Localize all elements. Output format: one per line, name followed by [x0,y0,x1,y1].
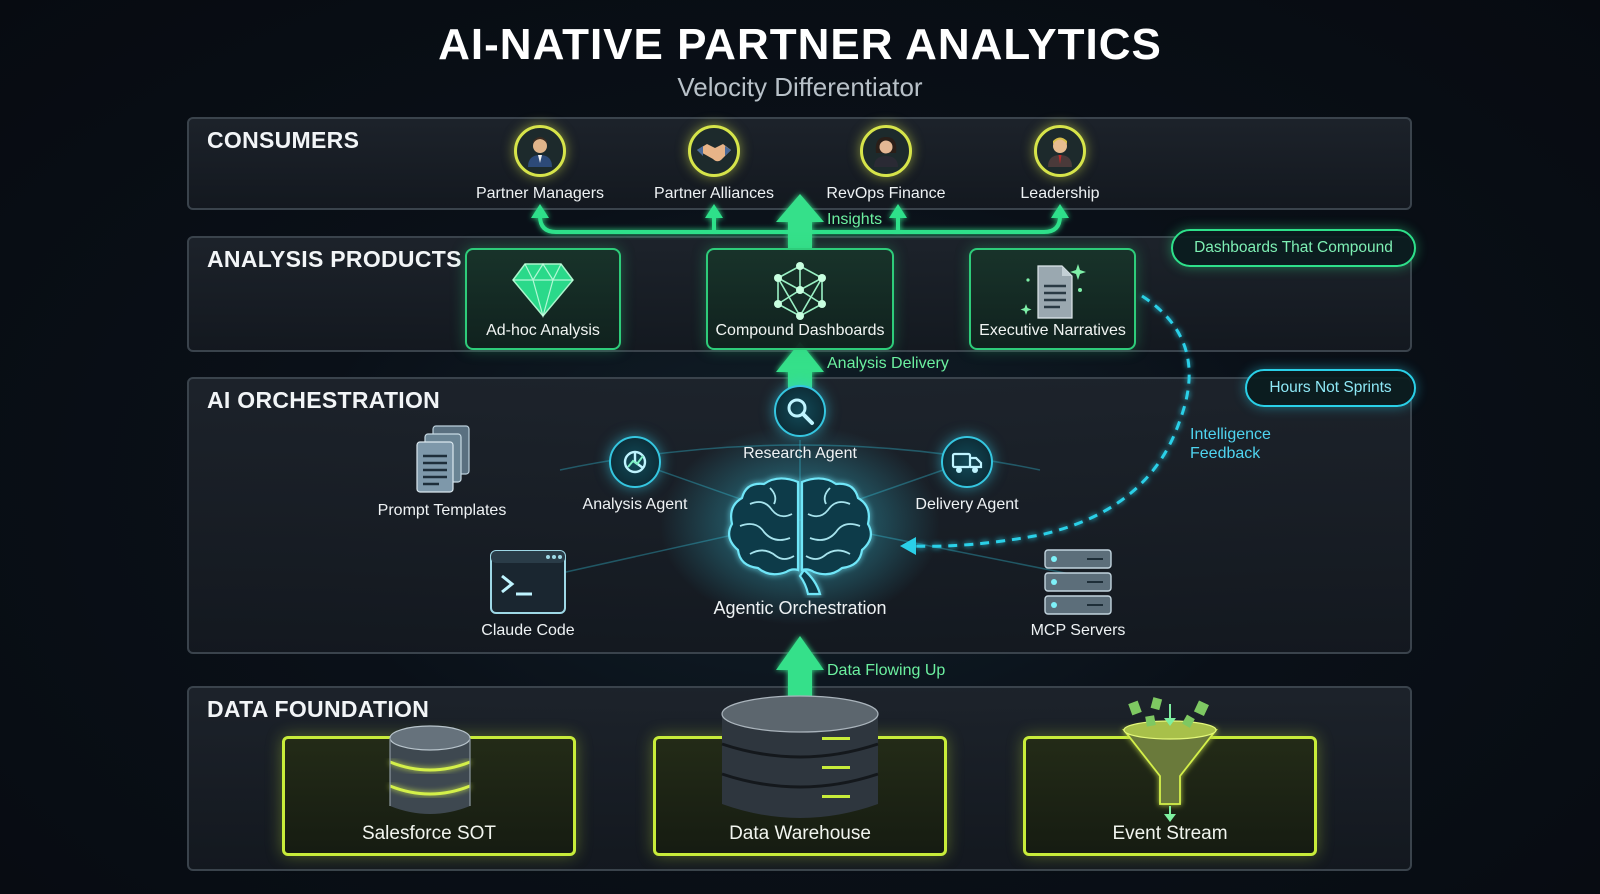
consumer-label: Partner Alliances [653,185,775,202]
finance-avatar-icon [860,125,912,177]
document-sparkle-icon [1020,264,1086,319]
consumer-label: Partner Managers [475,185,605,202]
data-warehouse-card: Data Warehouse [653,736,947,856]
brain-icon [727,477,873,596]
consumer-label: Leadership [1020,185,1100,202]
handshake-icon [688,125,740,177]
consumer-label: RevOps Finance [826,185,946,202]
claude-code-node: Claude Code [448,548,608,640]
feedback-line-1: Intelligence [1190,426,1271,443]
data-warehouse-label: Data Warehouse [729,823,871,844]
insights-connector [538,215,1062,234]
server-rack-icon [1044,549,1112,615]
consumer-leadership: Leadership [980,125,1140,203]
salesforce-sot-label: Salesforce SOT [361,823,497,844]
network-icon [774,262,826,320]
consumer-revops-finance: RevOps Finance [806,125,966,203]
feedback-line-2: Feedback [1190,445,1261,462]
product-label: Ad-hoc Analysis [486,322,600,339]
data-flowing-up-label: Data Flowing Up [827,662,946,679]
mcp-servers-label: MCP Servers [1030,622,1126,639]
magnifier-icon [774,385,826,437]
prompt-templates-node: Prompt Templates [362,422,522,520]
data-foundation-layer-title: DATA FOUNDATION [207,696,430,722]
leader-avatar-icon [1034,125,1086,177]
consumer-partner-managers: Partner Managers [460,125,620,203]
product-label: Compound Dashboards [715,322,885,339]
research-agent-label: Research Agent [743,445,857,462]
agentic-orchestration-node: Agentic Orchestration [680,468,920,619]
event-stream-card: Event Stream [1023,736,1317,856]
mcp-servers-node: MCP Servers [998,548,1158,640]
consumer-partner-alliances: Partner Alliances [634,125,794,203]
analysis-agent-label: Analysis Agent [582,496,688,513]
salesforce-sot-card: Salesforce SOT [282,736,576,856]
prompt-templates-label: Prompt Templates [377,502,507,519]
product-label: Executive Narratives [979,322,1126,339]
delivery-agent-node: Delivery Agent [887,436,1047,514]
analysis-products-layer-title: ANALYSIS PRODUCTS [207,246,462,272]
research-agent-node: Research Agent [720,385,880,463]
page-subtitle: Velocity Differentiator [677,72,923,102]
chart-pie-icon [609,436,661,488]
stacked-documents-icon [416,425,470,493]
delivery-agent-label: Delivery Agent [915,496,1019,513]
hours-not-sprints-badge: Hours Not Sprints [1245,369,1416,407]
diamond-icon [512,262,574,318]
intelligence-feedback-label: Intelligence Feedback [1190,425,1271,463]
dashboards-that-compound-badge: Dashboards That Compound [1171,229,1416,267]
page-title: AI-NATIVE PARTNER ANALYTICS [438,20,1162,69]
consumers-layer-title: CONSUMERS [207,127,360,153]
terminal-icon [490,550,566,614]
product-executive-narratives: Executive Narratives [969,248,1136,350]
manager-avatar-icon [514,125,566,177]
agentic-orchestration-label: Agentic Orchestration [713,598,887,618]
consumers-layer: CONSUMERS [187,117,1412,210]
analysis-agent-node: Analysis Agent [555,436,715,514]
truck-icon [941,436,993,488]
claude-code-label: Claude Code [481,622,575,639]
insights-label: Insights [827,211,883,228]
product-compound-dashboards: Compound Dashboards [706,248,894,350]
ai-orchestration-layer-title: AI ORCHESTRATION [207,387,441,413]
analysis-delivery-label: Analysis Delivery [827,355,949,372]
product-ad-hoc-analysis: Ad-hoc Analysis [465,248,621,350]
event-stream-label: Event Stream [1112,823,1228,844]
